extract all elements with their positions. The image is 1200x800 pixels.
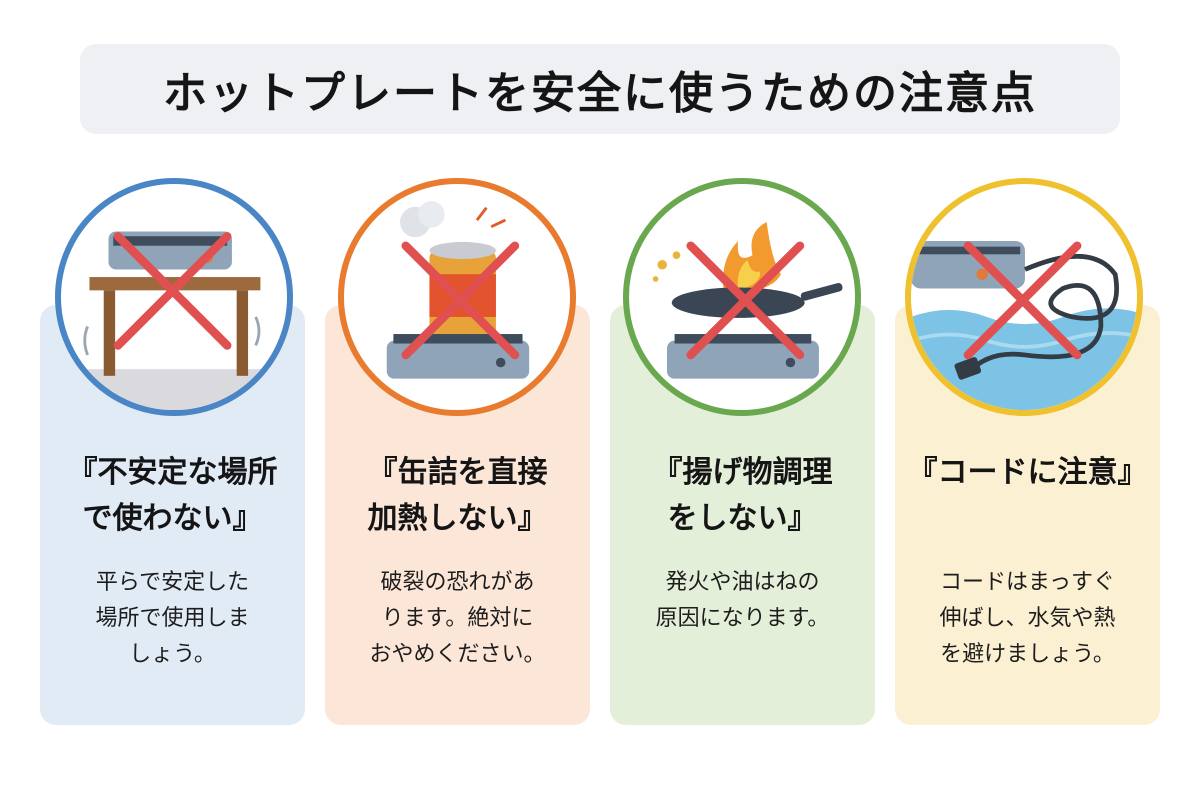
unstable-table-icon [61, 231, 287, 410]
can-on-hotplate-icon [386, 201, 530, 379]
circle-cord-caution [905, 178, 1143, 416]
card-heading-unstable-place: 『不安定な場所 で使わない』 [67, 455, 278, 536]
card-description-canned-food: 破裂の恐れがあ ります。絶対に おやめください。 [369, 570, 546, 667]
card-heading-cord-caution: 『コードに注意』 [907, 455, 1148, 490]
card-description-unstable-place: 平らで安定した 場所で使用しま しょう。 [95, 570, 250, 667]
frying-pan-fire-icon [652, 221, 843, 379]
card-description-deep-frying: 発火や油はねの 原因になります。 [655, 570, 830, 631]
title-banner: ホットプレートを安全に使うための注意点 [80, 44, 1120, 134]
card-heading-deep-frying: 『揚げ物調理 をしない』 [652, 455, 833, 536]
circle-deep-frying [623, 178, 861, 416]
card-description-cord-caution: コードはまっすぐ 伸ばし、水気や熱 を避けましょう。 [939, 570, 1116, 667]
page-title: ホットプレートを安全に使うための注意点 [163, 68, 1037, 119]
circle-unstable-place [55, 178, 293, 416]
circle-canned-food [338, 178, 576, 416]
card-heading-canned-food: 『缶詰を直接 加熱しない』 [367, 455, 548, 536]
cord-water-icon [911, 240, 1137, 410]
